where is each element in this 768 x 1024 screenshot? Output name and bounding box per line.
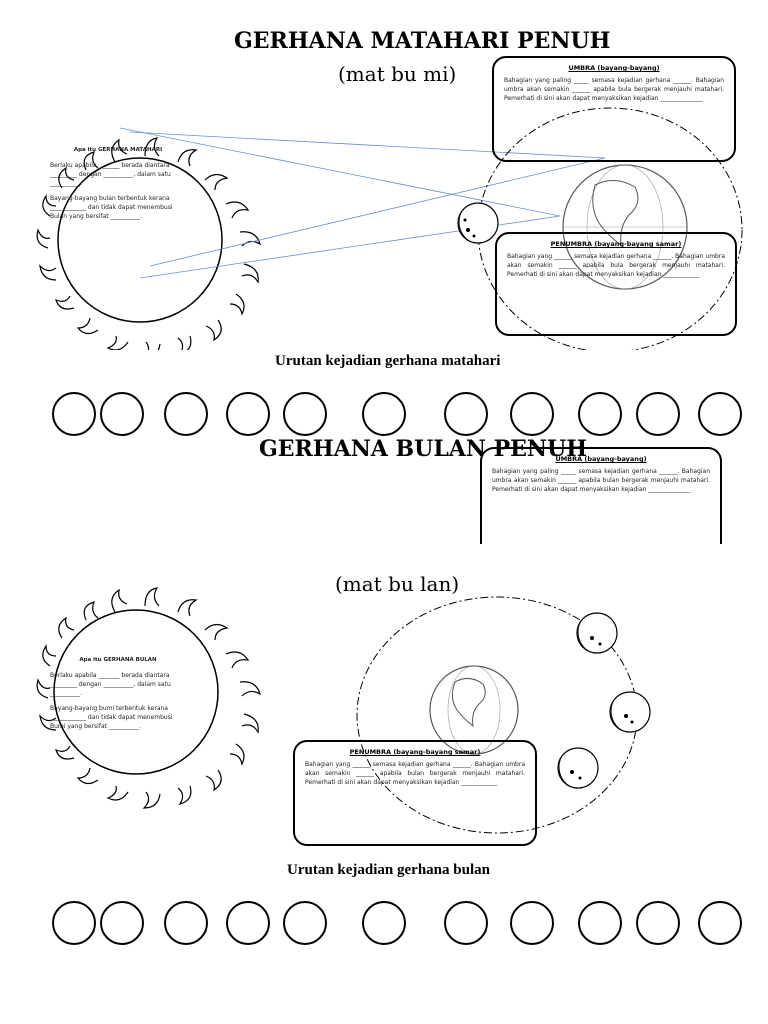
solar-umbra-text: Bahagian yang paling _____ semasa kejadi… [504, 77, 724, 102]
moon [576, 612, 618, 654]
solar-umbra-title: UMBRA (bayang-bayang) [568, 64, 660, 72]
lunar-sequence-circle[interactable] [698, 901, 742, 945]
solar-diagram [36, 107, 743, 350]
solar-sequence-label: Urutan kejadian gerhana matahari [275, 353, 501, 369]
lunar-sun-heading: Apa itu GERHANA BULAN [79, 657, 157, 663]
earth-globe [429, 665, 519, 755]
lunar-sequence-circle[interactable] [444, 901, 488, 945]
solar-sequence-circle[interactable] [226, 392, 270, 436]
lunar-sequence-circle[interactable] [100, 901, 144, 945]
lunar-sequence-label: Urutan kejadian gerhana bulan [287, 862, 490, 878]
lunar-umbra-box: UMBRA (bayang-bayang) Bahagian yang pali… [480, 447, 722, 544]
sun-flames [36, 137, 261, 350]
lunar-sequence-circle[interactable] [362, 901, 406, 945]
solar-sun-textblock: Apa itu GERHANA MATAHARI Berlaku apabila… [50, 146, 186, 227]
lunar-penumbra-text: Bahagian yang ______ semasa kejadian ger… [305, 761, 525, 786]
lunar-penumbra-title: PENUMBRA (bayang-bayang samar) [349, 748, 481, 756]
solar-penumbra-text: Bahagian yang ______ semasa kejadian ger… [507, 253, 725, 278]
solar-sun-heading: Apa itu GERHANA MATAHARI [73, 147, 163, 153]
solar-umbra-box: UMBRA (bayang-bayang) Bahagian yang pali… [492, 56, 736, 162]
lunar-sequence-circle[interactable] [578, 901, 622, 945]
solar-sequence-circle[interactable] [100, 392, 144, 436]
lunar-sun-line1: Berlaku apabila _______ berada diantara … [50, 672, 171, 697]
lunar-sun-line2: Bayang-bayang bumi terbentuk kerana ____… [50, 705, 173, 730]
lunar-subtitle: (mat bu lan) [335, 572, 460, 596]
solar-sequence-circle[interactable] [444, 392, 488, 436]
lunar-sequence-circle[interactable] [510, 901, 554, 945]
lunar-umbra-text: Bahagian yang paling _____ semasa kejadi… [492, 468, 710, 493]
solar-penumbra-title: PENUMBRA (bayang-bayang samar) [550, 240, 682, 248]
sun-circle [57, 157, 223, 323]
solar-title: GERHANA MATAHARI PENUH [234, 28, 611, 54]
moon [557, 747, 599, 789]
solar-sun-line2: Bayang-bayang bulan terbentuk kerana ___… [50, 195, 173, 220]
solar-sequence-circle[interactable] [362, 392, 406, 436]
lunar-penumbra-box: PENUMBRA (bayang-bayang samar) Bahagian … [293, 740, 537, 846]
solar-sequence-circle[interactable] [636, 392, 680, 436]
solar-sequence-circle[interactable] [698, 392, 742, 436]
lunar-sequence-circle[interactable] [283, 901, 327, 945]
solar-penumbra-box: PENUMBRA (bayang-bayang samar) Bahagian … [495, 232, 737, 336]
solar-subtitle: (mat bu mi) [338, 62, 457, 86]
lunar-sequence-circle[interactable] [226, 901, 270, 945]
earth-globe [562, 164, 688, 290]
lunar-diagram [36, 587, 651, 834]
solar-sequence-circle[interactable] [510, 392, 554, 436]
sun-circle [53, 609, 219, 775]
lunar-title: GERHANA BULAN PENUH [259, 436, 588, 462]
lunar-sequence-circle[interactable] [164, 901, 208, 945]
moon [609, 691, 651, 733]
sun-flames [36, 587, 261, 809]
solar-sequence-circle[interactable] [52, 392, 96, 436]
orbit-ellipse [477, 107, 743, 350]
lunar-sequence-circle[interactable] [52, 901, 96, 945]
solar-sequence-circle[interactable] [283, 392, 327, 436]
lunar-sun-textblock: Apa itu GERHANA BULAN Berlaku apabila __… [50, 656, 186, 737]
solar-sequence-circle[interactable] [164, 392, 208, 436]
moon [457, 202, 499, 244]
solar-sun-line1: Berlaku apabila _______ berada diantara … [50, 162, 171, 187]
solar-sequence-circle[interactable] [578, 392, 622, 436]
lunar-sequence-circle[interactable] [636, 901, 680, 945]
lunar-umbra-title: UMBRA (bayang-bayang) [555, 455, 647, 463]
